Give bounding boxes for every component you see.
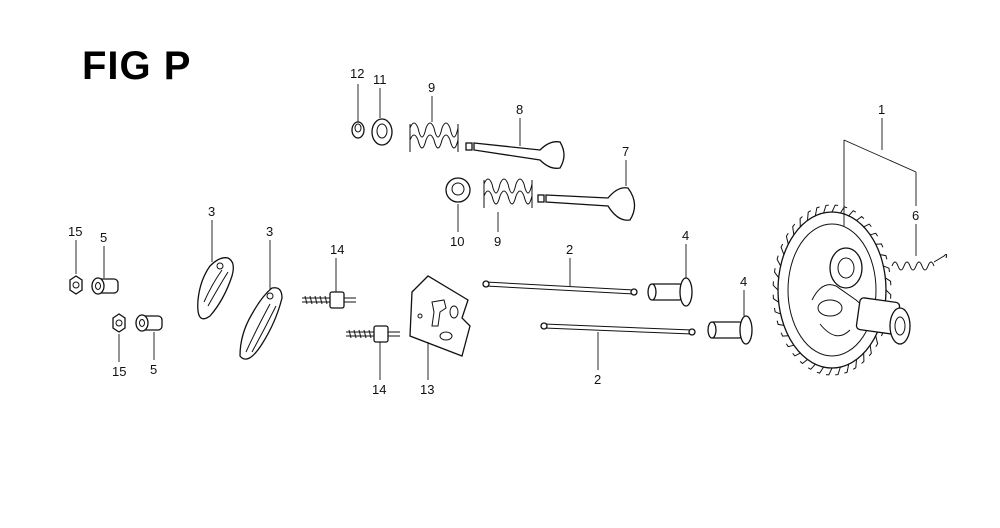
part-5-pivot-lower xyxy=(135,314,163,332)
callout-4-lower: 4 xyxy=(740,274,747,289)
callout-12: 12 xyxy=(350,66,364,81)
callout-11: 11 xyxy=(373,72,387,87)
callout-1: 1 xyxy=(878,102,885,117)
callout-9-upper: 9 xyxy=(428,80,435,95)
part-15-nut-lower xyxy=(112,313,126,333)
part-11-retainer xyxy=(371,118,393,146)
callout-3-left: 3 xyxy=(208,204,215,219)
callout-4-upper: 4 xyxy=(682,228,689,243)
part-9-valve-spring-lower xyxy=(483,178,533,208)
part-3-rocker-arm-right xyxy=(239,287,283,360)
part-9-valve-spring-upper xyxy=(409,122,459,152)
leader-lines xyxy=(75,84,917,380)
figure-title: FIG P xyxy=(82,44,192,88)
callout-10: 10 xyxy=(450,234,464,249)
part-4-lifter-lower xyxy=(707,315,753,345)
part-2-push-rod-lower xyxy=(540,322,696,336)
callout-15-lower: 15 xyxy=(112,364,126,379)
part-6-decompressor-spring xyxy=(891,253,948,271)
callout-5-upper: 5 xyxy=(100,230,107,245)
part-15-nut-upper xyxy=(69,275,83,295)
part-4-lifter-upper xyxy=(647,277,693,307)
callout-15-upper: 15 xyxy=(68,224,82,239)
part-14-stud-lower xyxy=(346,325,400,343)
part-14-stud-upper xyxy=(302,291,356,309)
callout-2-lower: 2 xyxy=(594,372,601,387)
part-2-push-rod-upper xyxy=(482,280,638,296)
callout-6: 6 xyxy=(912,208,919,223)
callout-14-lower: 14 xyxy=(372,382,386,397)
part-3-rocker-arm-left xyxy=(197,257,234,320)
callout-7: 7 xyxy=(622,144,629,159)
callout-5-lower: 5 xyxy=(150,362,157,377)
callout-9-lower: 9 xyxy=(494,234,501,249)
part-7-valve-lower xyxy=(537,187,636,221)
callout-8: 8 xyxy=(516,102,523,117)
part-8-valve-upper xyxy=(465,141,565,169)
callout-labels: 12 11 9 8 7 10 9 1 6 15 5 15 5 3 3 14 14… xyxy=(68,66,919,397)
callout-2-upper: 2 xyxy=(566,242,573,257)
part-10-valve-seal xyxy=(445,177,471,203)
callout-3-right: 3 xyxy=(266,224,273,239)
callout-14-upper: 14 xyxy=(330,242,344,257)
part-1-camshaft-gear xyxy=(772,204,911,376)
callout-13: 13 xyxy=(420,382,434,397)
part-5-pivot-upper xyxy=(91,277,119,295)
part-13-guide-plate xyxy=(409,275,471,357)
part-12-valve-cap xyxy=(351,121,365,139)
